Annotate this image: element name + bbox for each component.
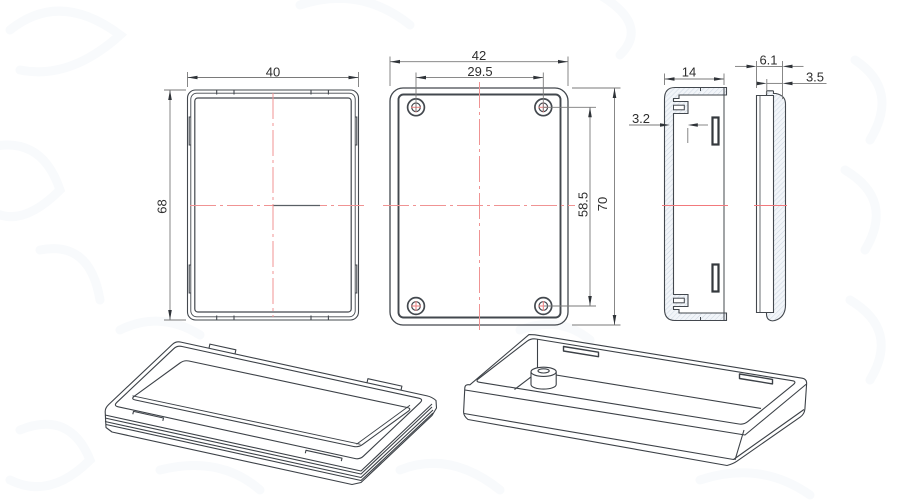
- svg-text:68: 68: [155, 199, 170, 213]
- svg-text:29.5: 29.5: [467, 64, 492, 79]
- svg-text:40: 40: [266, 64, 280, 79]
- svg-text:3.5: 3.5: [806, 70, 824, 85]
- svg-text:70: 70: [595, 197, 610, 211]
- svg-text:6.1: 6.1: [759, 52, 777, 67]
- svg-text:14: 14: [682, 65, 696, 80]
- svg-text:42: 42: [472, 48, 486, 63]
- svg-text:58.5: 58.5: [576, 192, 591, 217]
- svg-text:3.2: 3.2: [632, 111, 650, 126]
